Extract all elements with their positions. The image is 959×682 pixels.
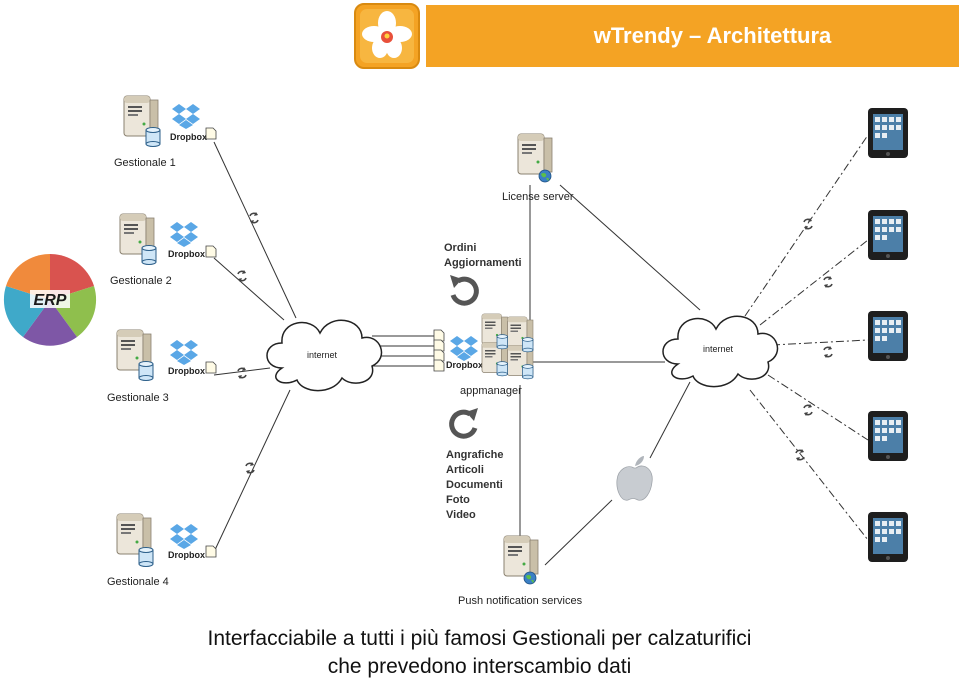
internet-cloud-left: internet: [266, 319, 383, 392]
dropbox-icon: [170, 340, 198, 365]
file-icon: [433, 359, 445, 372]
refresh-cw-icon: [449, 408, 478, 439]
sync-icon: [803, 403, 813, 417]
svg-text:Angrafiche: Angrafiche: [446, 449, 503, 461]
tablet-icon: [868, 411, 908, 461]
caption-line-2: che prevedono interscambio dati: [327, 655, 632, 678]
download-list: Angrafiche Articoli Documenti Foto Video: [446, 449, 503, 521]
file-icon: [433, 339, 445, 352]
server-icon: [503, 535, 539, 577]
erp-label: ERP: [34, 292, 67, 309]
header-bar: [426, 5, 959, 67]
gestionale-1: Dropbox Gestionale 1: [114, 95, 217, 169]
gestionale-2: Dropbox Gestionale 2: [110, 213, 217, 287]
license-server: License server: [502, 133, 574, 203]
dropbox-icon: [450, 336, 478, 361]
svg-text:Dropbox: Dropbox: [446, 360, 483, 370]
push-notification-server: Push notification services: [458, 535, 583, 607]
sync-icon: [237, 269, 247, 283]
push-label: Push notification services: [458, 595, 583, 607]
file-icon: [433, 329, 445, 342]
file-icon: [433, 349, 445, 362]
svg-text:Dropbox: Dropbox: [168, 366, 205, 376]
tablet-icon: [868, 311, 908, 361]
gestionale-label: Gestionale 4: [107, 576, 169, 588]
tablet-icon: [868, 512, 908, 562]
sync-icon: [823, 275, 833, 289]
appmanager-label: appmanager: [460, 385, 522, 397]
sync-icon: [803, 217, 813, 231]
sync-icon: [237, 366, 247, 380]
database-icon: [141, 245, 157, 265]
gestionale-4: Dropbox Gestionale 4: [107, 513, 217, 588]
globe-icon: [538, 169, 552, 183]
svg-text:Articoli: Articoli: [446, 464, 484, 476]
database-icon: [138, 547, 154, 567]
database-icon: [145, 127, 161, 147]
svg-text:Dropbox: Dropbox: [170, 132, 207, 142]
caption-line-1: Interfacciabile a tutti i più famosi Ges…: [207, 627, 752, 650]
refresh-ccw-icon: [450, 275, 479, 306]
appmanager-links: [372, 335, 434, 367]
sync-icon: [245, 461, 255, 475]
file-icon: [205, 245, 217, 258]
globe-icon: [523, 571, 537, 585]
svg-text:internet: internet: [703, 344, 734, 354]
file-icon: [205, 361, 217, 374]
svg-text:internet: internet: [307, 350, 338, 360]
svg-text:Foto: Foto: [446, 494, 470, 506]
dropbox-icon: [172, 104, 200, 129]
sync-icon: [823, 345, 833, 359]
svg-text:Ordini: Ordini: [444, 242, 476, 254]
file-icon: [205, 127, 217, 140]
apple-icon: [616, 456, 653, 501]
erp-wheel-icon: ERP: [3, 253, 97, 346]
tablet-icon: [868, 108, 908, 158]
gestionali-links: [213, 141, 297, 553]
upload-list: Ordini Aggiornamenti: [444, 242, 522, 269]
server-links: [519, 184, 701, 566]
gestionale-label: Gestionale 2: [110, 275, 172, 287]
gestionale-label: Gestionale 3: [107, 392, 169, 404]
gestionale-3: Dropbox Gestionale 3: [107, 329, 217, 404]
dropbox-icon: [170, 222, 198, 247]
sync-icon: [795, 448, 805, 462]
tablet-icon: [868, 210, 908, 260]
server-icon: [517, 133, 553, 175]
svg-text:Documenti: Documenti: [446, 479, 503, 491]
orchid-logo-icon: [354, 3, 420, 69]
appmanager: Dropbox appmanager: [433, 313, 534, 397]
file-icon: [205, 545, 217, 558]
svg-text:Video: Video: [446, 509, 476, 521]
svg-text:Dropbox: Dropbox: [168, 249, 205, 259]
internet-cloud-right: internet: [662, 315, 779, 388]
sync-icon: [249, 211, 259, 225]
license-server-label: License server: [502, 191, 574, 203]
svg-text:Aggiornamenti: Aggiornamenti: [444, 257, 522, 269]
svg-text:Dropbox: Dropbox: [168, 550, 205, 560]
database-icon: [138, 361, 154, 381]
dropbox-icon: [170, 524, 198, 549]
gestionale-label: Gestionale 1: [114, 157, 176, 169]
page-title: wTrendy – Architettura: [593, 23, 832, 48]
device-links: [744, 134, 869, 541]
